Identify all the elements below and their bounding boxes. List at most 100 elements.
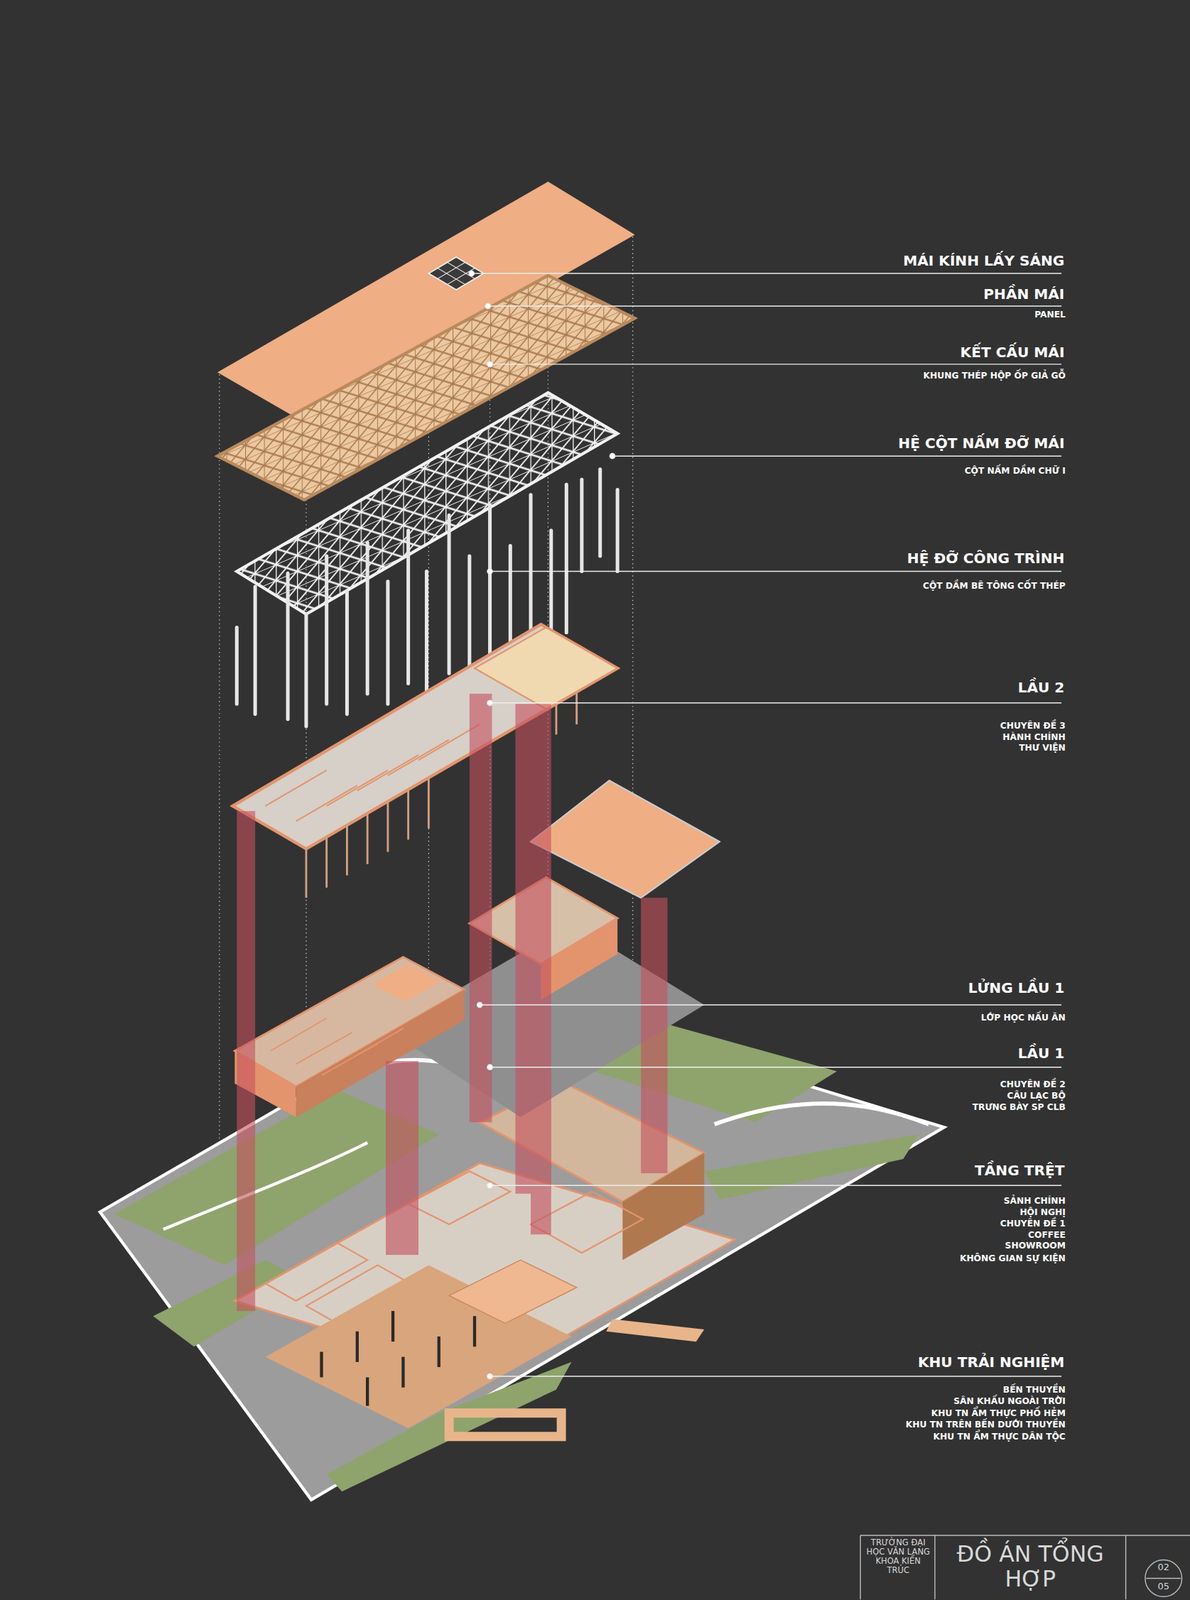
experience-deck-part-part [401, 1357, 405, 1389]
title-block-part [859, 1535, 861, 1600]
leader-lines-part [471, 272, 1062, 274]
layer-note: SHOWROOM [1005, 1241, 1066, 1253]
layer-heading: KHU TRẢI NGHIỆM [917, 1353, 1065, 1372]
leader-lines-part [487, 1064, 493, 1070]
floor-1-part [270, 1018, 404, 1076]
floor-2-part-part [366, 813, 369, 865]
pink-cores-part [385, 1061, 419, 1256]
experience-deck-part-part [391, 1311, 395, 1343]
layer-note: PANEL [1034, 309, 1066, 321]
layer-note: KHUNG THÉP HỘP ỐP GIẢ GỖ [923, 370, 1066, 382]
experience-deck-part-part [437, 1337, 441, 1368]
floor-1 [234, 923, 705, 1118]
leader-lines-part [490, 363, 1062, 365]
mushroom-columns-part-part [447, 515, 452, 674]
site-ground-part [704, 1134, 919, 1200]
floor-2-part-part [386, 801, 389, 853]
layer-heading: KẾT CẤU MÁI [960, 343, 1065, 362]
pink-cores-part [469, 694, 493, 1123]
layer-note: BẾN THUYỀN [1003, 1384, 1066, 1397]
layer-note: CỘT DẦM BÊ TÔNG CỐT THÉP [922, 580, 1066, 592]
layer-heading: TẦNG TRỆT [974, 1161, 1065, 1181]
mushroom-columns-part-part [564, 484, 569, 633]
experience-deck-part-part [473, 1316, 476, 1348]
floor-2-part [474, 628, 618, 710]
leader-lines-part [609, 453, 615, 459]
floor-2-part-part [345, 824, 349, 876]
experience-deck-part-part [319, 1351, 323, 1378]
leader-lines-part [487, 1183, 493, 1189]
leader-lines-part [490, 1376, 1062, 1377]
layer-note: THƯ VIỆN [1018, 743, 1066, 755]
leader-lines-part [485, 303, 491, 309]
leader-lines-part [488, 305, 1062, 307]
title-block-part [1125, 1535, 1127, 1600]
floor-2-part-part [427, 777, 430, 830]
floor-1-part [296, 990, 465, 1119]
leader-lines-part [479, 1004, 1062, 1006]
leader-lines-part [487, 1374, 493, 1379]
layer-note: CHUYÊN ĐỀ 3 [1000, 720, 1066, 732]
title-block-part [1145, 1578, 1181, 1580]
mushroom-columns-part-part [424, 571, 429, 694]
floor-2-part-part [265, 724, 481, 822]
layer-note: CÂU LẠC BỘ [1006, 1091, 1065, 1103]
title-block-part [934, 1535, 935, 1600]
layer-note: CỘT NẤM DẦM CHỮ I [964, 465, 1066, 477]
floor-2-part-part [325, 836, 328, 889]
leader-lines-part [490, 571, 1062, 572]
layer-note: KHU TN ẨM THỰC DÂN TỘC [933, 1432, 1066, 1444]
experience-deck-part [321, 1311, 475, 1407]
experience-deck-part-part [365, 1377, 369, 1406]
mushroom-columns-part-part [406, 530, 410, 684]
title-block-text: 02 [1148, 1562, 1179, 1574]
layer-note: COFFEE [1028, 1229, 1066, 1242]
mushroom-columns-part-part [579, 479, 584, 572]
ground-floor-part-part [408, 1171, 511, 1225]
layer-heading: LỬNG LẦU 1 [968, 978, 1065, 998]
experience-deck-part [449, 1260, 577, 1324]
floating-roof-part [530, 780, 720, 899]
site-ground-part [163, 1143, 368, 1230]
mushroom-columns-part-part [345, 591, 349, 714]
mushroom-columns-part-part [235, 628, 239, 705]
layer-note: KHU TN ẨM THỰC PHỐ HẺM [931, 1408, 1066, 1421]
mushroom-columns-part-part [488, 505, 492, 664]
layer-heading: MÁI KÍNH LẤY SÁNG [902, 250, 1065, 270]
title-block-text: TRƯỜNG ĐẠI HỌC VĂN LANG KHOA KIẾN TRÚC [864, 1540, 933, 1577]
experience-deck [265, 1260, 705, 1438]
floor-2-part-part [305, 848, 308, 899]
title-block-text: ĐỒ ÁN TỔNG HỢP [937, 1543, 1124, 1593]
pink-cores-part [530, 1071, 552, 1235]
mushroom-columns-part-part [324, 556, 329, 705]
pink-cores-part [640, 898, 668, 1174]
mushroom-columns-part-part [286, 573, 290, 719]
layer-note: KHU TN TRÊN BẾN DƯỚI THUYỀN [905, 1419, 1066, 1431]
layer-note: KHÔNG GIAN SỰ KIỆN [959, 1253, 1066, 1265]
layer-note: HÀNH CHÍNH [1002, 731, 1066, 744]
floor-2-part-part [575, 691, 578, 725]
mushroom-columns-part-part [253, 586, 258, 715]
layer-note: LỚP HỌC NẤU ĂN [981, 1012, 1066, 1024]
leader-lines-part [477, 1002, 483, 1008]
leader-lines-part [487, 700, 493, 706]
mushroom-columns-part [236, 469, 618, 727]
mezzanine-part [540, 918, 618, 1001]
layer-note: HỘI NGHỊ [1019, 1207, 1065, 1219]
floor-2-part [233, 624, 619, 849]
pink-cores [236, 694, 668, 1312]
layer-note: CHUYÊN ĐỀ 2 [1000, 1079, 1066, 1092]
floor-2-part [265, 724, 481, 822]
leader-lines-part [468, 270, 474, 276]
leader-lines-part [487, 361, 493, 367]
leader-lines-part [490, 1067, 1062, 1068]
mushroom-columns-part-part [365, 542, 370, 695]
layer-heading: LẦU 1 [1018, 1044, 1065, 1063]
floating-roof [530, 780, 720, 899]
layer-note: CHUYÊN ĐỀ 1 [1000, 1218, 1066, 1230]
ground-floor-part-part [265, 1243, 369, 1302]
title-block-part [1145, 1560, 1183, 1598]
mushroom-columns-part-part [385, 581, 390, 705]
experience-deck-part-part [355, 1332, 359, 1363]
